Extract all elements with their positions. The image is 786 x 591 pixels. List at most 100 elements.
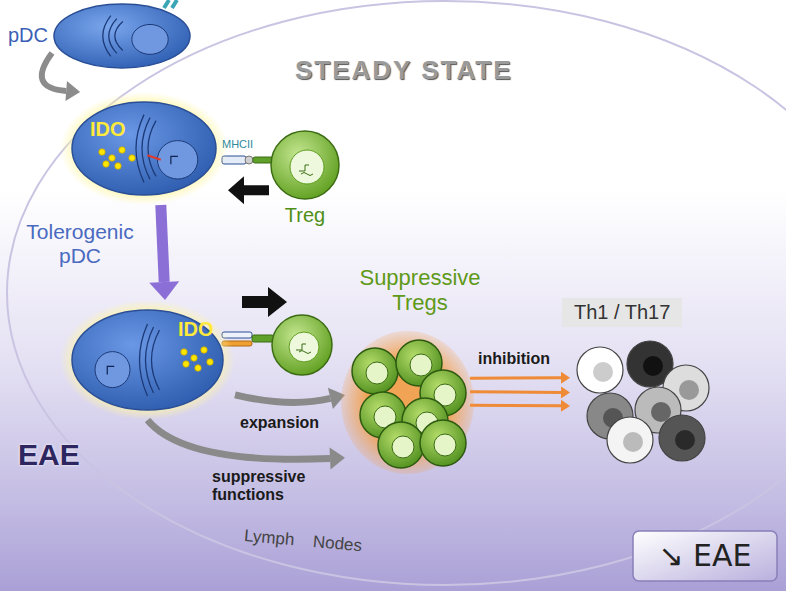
connector-line [244, 185, 269, 195]
state-heading: STEADY STATE [295, 56, 513, 86]
ido-granule [99, 149, 105, 155]
endoplasmic-reticulum [148, 121, 156, 177]
connector [149, 205, 179, 300]
cell-nucleus [392, 436, 414, 458]
node-shape [570, 340, 710, 462]
gene-glyph [299, 165, 313, 176]
connector-line [470, 390, 561, 394]
cluster-heading: Th1 / Th17 [562, 298, 682, 327]
ido-granule [195, 365, 201, 371]
endoplasmic-reticulum [136, 115, 144, 183]
cell-nucleus [623, 432, 643, 452]
cell-nucleus [643, 356, 663, 376]
endoplasmic-reticulum [103, 16, 111, 57]
cell-nucleus [434, 434, 456, 456]
ido-granule [201, 347, 207, 353]
region-label: Lymph Nodes [243, 526, 363, 556]
cell-nucleus [593, 362, 613, 382]
treg-nucleus [289, 332, 319, 362]
cell-glow [60, 300, 235, 420]
edge-label: inhibition [478, 350, 550, 368]
enzyme-label: IDO [90, 118, 126, 141]
gene-glyph [107, 366, 114, 374]
ido-granule [103, 161, 109, 167]
ido-granule [191, 355, 197, 361]
connector [470, 386, 570, 398]
cell-body [72, 102, 216, 195]
gene-glyph [296, 344, 311, 354]
cell-body [271, 131, 339, 199]
endoplasmic-reticulum [146, 327, 154, 393]
cell-nucleus [366, 362, 388, 384]
treg-cell [420, 420, 466, 466]
endoplasmic-reticulum [142, 118, 150, 180]
node-shape [269, 129, 341, 201]
endoplasmic-reticulum [115, 22, 123, 51]
connector [42, 53, 80, 101]
arrow-head [228, 176, 244, 204]
treg-cell [352, 348, 398, 394]
induction-arrow [147, 155, 160, 160]
tcr-molecule [253, 157, 273, 163]
treg-cluster: Suppressive Tregs [345, 335, 470, 470]
treg-cell: Treg [269, 129, 341, 201]
state-heading: EAE [18, 438, 80, 473]
effector-cluster: Th1 / Th17 [570, 340, 710, 462]
cell-body [72, 310, 223, 410]
molecule-label: MHCII [222, 138, 253, 151]
ido-granule [115, 163, 121, 169]
cell-nucleus [410, 354, 432, 376]
connector [228, 176, 269, 204]
ido-granule [181, 349, 187, 355]
endoplasmic-reticulum [109, 19, 117, 54]
tcr-molecule [252, 335, 274, 342]
connector-line [470, 404, 561, 408]
arrow-head [561, 372, 570, 384]
treg-cell [378, 422, 424, 468]
treg-cell [272, 315, 332, 375]
cell-label: Tolerogenic pDC [5, 220, 155, 268]
gene-glyph [171, 156, 178, 164]
node-shape [345, 335, 470, 470]
connector [235, 388, 345, 409]
cell-nucleus [132, 24, 168, 54]
block-arrow [242, 287, 287, 317]
endoplasmic-reticulum [140, 324, 148, 396]
cell-nucleus [157, 141, 197, 179]
cell-nucleus [290, 150, 324, 184]
ido-granule [119, 147, 125, 153]
cell-nucleus [95, 352, 130, 388]
effector-cell [607, 417, 653, 463]
receptor [164, 0, 177, 8]
arrow-head [149, 281, 179, 300]
node-shape [60, 92, 228, 205]
cell-label: pDC [8, 24, 48, 47]
endoplasmic-reticulum [152, 330, 160, 390]
edge-label: suppressive functions [212, 468, 330, 505]
cell-glow [60, 92, 228, 205]
connector-line [235, 395, 330, 403]
effector-cell [659, 415, 705, 461]
ido-granule [183, 361, 189, 367]
box-outline [633, 531, 777, 581]
pdc-cell: pDC [52, 2, 192, 70]
connector-line [42, 53, 66, 91]
ido-pdc-cell: IDO [60, 92, 228, 205]
peptide [245, 156, 253, 164]
cell-nucleus [651, 402, 671, 422]
enzyme-label: IDO [178, 318, 214, 341]
cell-nucleus [679, 380, 699, 400]
tolerogenic-pdc-cell: Tolerogenic pDCIDO [60, 300, 235, 420]
arrow-head [561, 400, 570, 412]
ido-granule [129, 155, 135, 161]
cell-label: Treg [269, 204, 341, 227]
connector [470, 372, 570, 384]
node-shape [52, 2, 192, 70]
outcome-box: ↘ EAE [632, 530, 778, 582]
ido-granule [109, 155, 115, 161]
connector-line [161, 205, 164, 282]
arrow-head [330, 448, 345, 470]
arrow-head [65, 81, 80, 101]
arrow-head [561, 386, 570, 398]
